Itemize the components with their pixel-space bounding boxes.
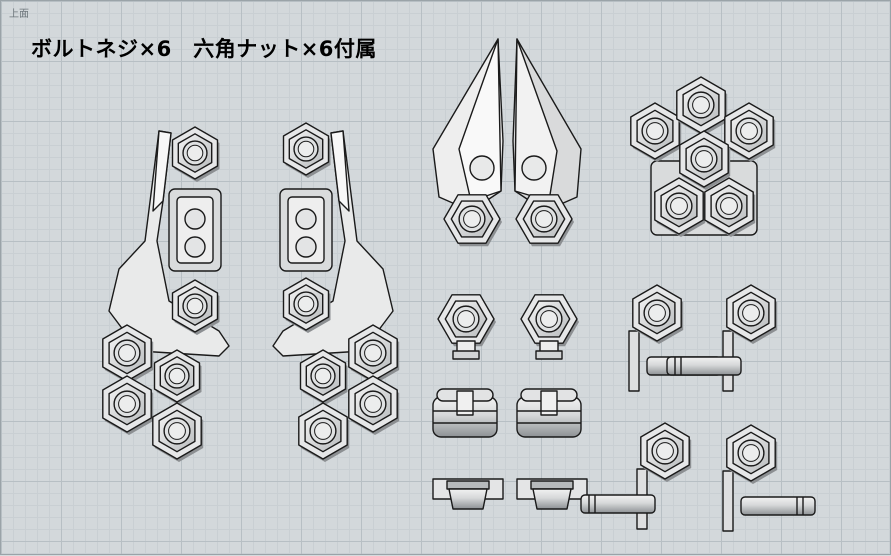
bolt-boss — [153, 349, 202, 405]
rod-bracket — [640, 422, 692, 482]
bolt-boss — [171, 279, 220, 335]
bolt-hole — [295, 236, 317, 258]
bolt-boss — [676, 76, 728, 136]
blade-hole — [521, 155, 547, 181]
bolt-boss — [282, 277, 331, 333]
rod-bracket — [726, 284, 778, 344]
bolt-boss — [171, 126, 220, 182]
bolt-boss — [348, 324, 400, 384]
bolt-boss — [704, 177, 756, 237]
bolt-boss — [443, 194, 502, 247]
bolt-boss — [515, 194, 574, 247]
bracket-arm — [628, 330, 640, 392]
bolt-boss — [679, 130, 731, 190]
bolt-boss — [102, 324, 154, 384]
bolt-boss — [348, 375, 400, 435]
nut-tab-base — [535, 350, 563, 360]
view-orientation-label: 上面 — [9, 9, 29, 20]
bracket-arm — [722, 470, 734, 532]
rod-bracket — [632, 284, 684, 344]
cup-rim — [446, 480, 490, 490]
rod — [580, 494, 656, 514]
hex-nut — [520, 294, 579, 347]
bolt-boss — [282, 122, 331, 178]
nut-tab-base — [452, 350, 480, 360]
bolt-hole — [184, 236, 206, 258]
bolt-boss — [724, 102, 776, 162]
hex-nut — [437, 294, 496, 347]
rod-bracket — [726, 424, 778, 484]
cup-rim — [530, 480, 574, 490]
drum-key — [540, 390, 558, 416]
bolt-boss — [298, 402, 350, 462]
bolt-hole — [184, 208, 206, 230]
rod — [666, 356, 742, 376]
bolt-boss — [102, 375, 154, 435]
bolt-boss — [299, 349, 348, 405]
blade-hole — [469, 155, 495, 181]
drum-key — [456, 390, 474, 416]
bolt-boss — [654, 177, 706, 237]
rod — [740, 496, 816, 516]
bolt-boss — [630, 102, 682, 162]
parts-caption: ボルトネジ×6 六角ナット×6付属 — [31, 37, 377, 61]
bolt-hole — [295, 208, 317, 230]
bolt-boss — [152, 402, 204, 462]
